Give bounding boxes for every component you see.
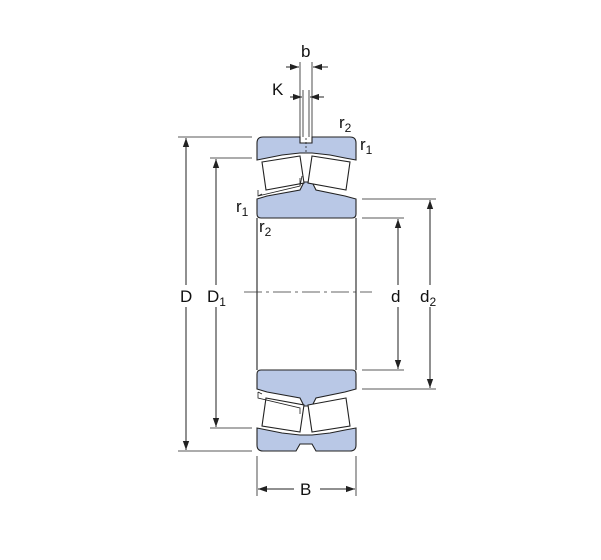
bearing-bottom-section — [256, 369, 357, 452]
dimension-D: D — [178, 136, 252, 452]
cage-top — [257, 175, 303, 197]
label-b: b — [301, 42, 310, 61]
label-d: d — [391, 287, 400, 306]
dimension-D1: D1 — [207, 157, 252, 429]
bearing-top-section — [256, 136, 357, 219]
outer-ring-top — [256, 136, 357, 161]
outer-ring-bottom — [256, 427, 357, 452]
dimension-B: B — [256, 456, 357, 499]
roller-right-bottom — [307, 397, 351, 433]
dimension-b: b — [286, 42, 328, 137]
roller-right-top — [307, 155, 351, 191]
label-D: D — [180, 287, 192, 306]
dimension-K: K — [272, 80, 324, 137]
label-D1: D1 — [207, 287, 226, 309]
dimension-d: d — [362, 217, 404, 371]
label-r2-top: r2 — [339, 113, 352, 135]
label-B: B — [300, 480, 311, 499]
label-d2: d2 — [420, 287, 436, 309]
label-r1-top: r1 — [360, 135, 373, 157]
dimension-d2: d2 — [362, 198, 436, 390]
roller-left-bottom — [261, 397, 305, 433]
roller-left-top — [261, 155, 305, 191]
label-r2-left: r2 — [259, 217, 272, 239]
label-K: K — [272, 80, 284, 99]
label-r1-left: r1 — [236, 197, 249, 219]
cage-bottom — [257, 391, 301, 414]
